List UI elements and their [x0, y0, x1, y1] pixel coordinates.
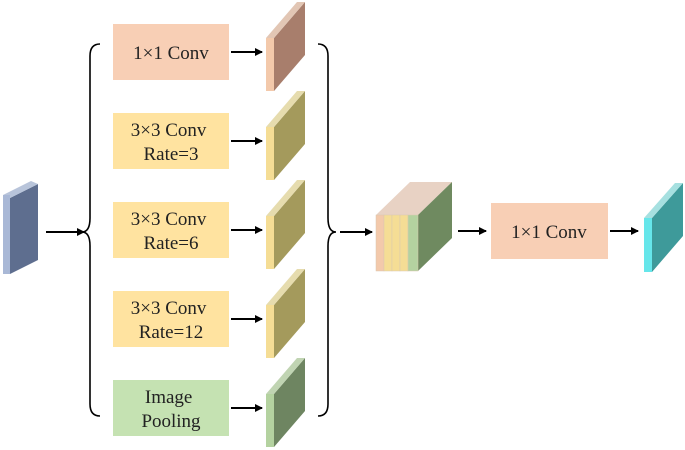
feature-map — [266, 358, 305, 447]
conv3x3-rate3-box — [113, 113, 229, 169]
branch-conv3x3-rate6: 3×3 Conv Rate=6 — [113, 180, 305, 269]
feature-map — [266, 180, 305, 269]
svg-text:3×3 Conv Rate=12: 3×3 Conv Rate=12 — [131, 298, 211, 343]
branch-label-line: Pooling — [141, 411, 201, 432]
output-conv-label: 1×1 Conv — [511, 222, 587, 243]
right-brace — [317, 43, 337, 417]
conv3x3-rate6-box — [113, 202, 229, 258]
output-conv1x1-box — [491, 203, 608, 259]
branch-label-line: Rate=6 — [143, 233, 198, 254]
input-feature-map — [3, 181, 38, 274]
branch-label-line: 1×1 Conv — [133, 43, 209, 64]
branch-label-line: Image — [145, 387, 192, 408]
branch-conv3x3-rate3: 3×3 Conv Rate=3 — [113, 91, 305, 180]
branch-label-line: Rate=12 — [139, 322, 204, 343]
svg-text:1×1 Conv: 1×1 Conv — [511, 222, 587, 243]
svg-text:Image Pooling: Image Pooling — [141, 387, 201, 432]
output-conv1x1: 1×1 Conv — [491, 203, 608, 259]
branch-label-line: 3×3 Conv — [131, 209, 207, 230]
output-feature-map — [644, 183, 683, 272]
svg-text:3×3 Conv Rate=6: 3×3 Conv Rate=6 — [131, 209, 211, 254]
left-brace — [81, 43, 101, 417]
branch-list: 1×1 Conv 3×3 Conv Rate=3 — [113, 2, 305, 447]
branch-image-pooling: Image Pooling — [113, 358, 305, 447]
conv1x1-box — [113, 24, 229, 80]
branch-conv3x3-rate12: 3×3 Conv Rate=12 — [113, 269, 305, 358]
branch-label-line: 3×3 Conv — [131, 120, 207, 141]
feature-map — [266, 269, 305, 358]
conv3x3-rate12-box — [113, 291, 229, 347]
svg-text:1×1 Conv: 1×1 Conv — [133, 43, 209, 64]
branch-label-line: Rate=3 — [143, 144, 198, 165]
concatenated-feature-map — [375, 182, 452, 272]
feature-map — [266, 2, 305, 91]
image-pooling-box — [113, 380, 229, 436]
branch-label-line: 3×3 Conv — [131, 298, 207, 319]
feature-map — [266, 91, 305, 180]
svg-text:3×3 Conv Rate=3: 3×3 Conv Rate=3 — [131, 120, 211, 165]
branch-conv1x1: 1×1 Conv — [113, 2, 305, 91]
